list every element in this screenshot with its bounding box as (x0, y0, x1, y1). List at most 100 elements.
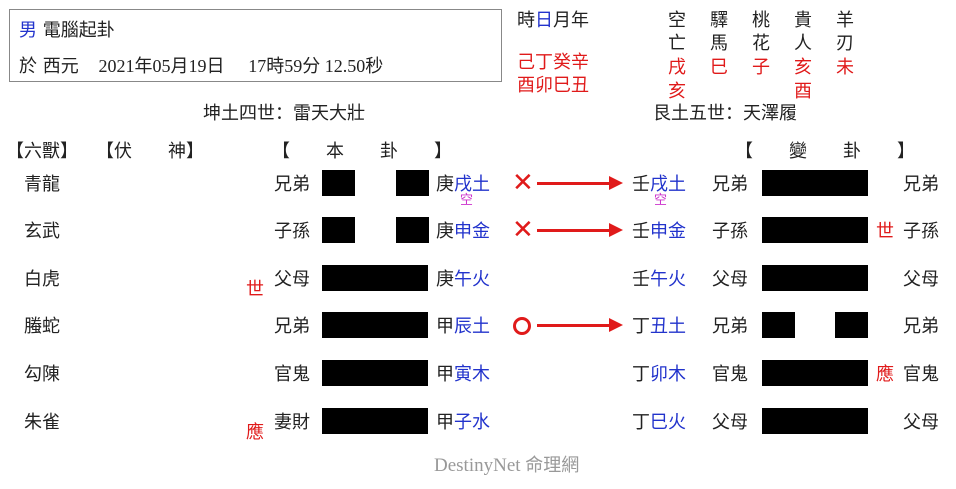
label-hour: 時 (517, 10, 535, 31)
yin-line-left (322, 217, 355, 243)
changed-najia-branch: 午火 (650, 269, 686, 290)
relation-label: 兄弟 (274, 174, 310, 195)
changed-yang-line (762, 360, 868, 386)
najia-stem: 甲 (436, 364, 454, 385)
time: 17時59分 12.50秒 (248, 56, 384, 76)
gender: 男 (19, 20, 37, 41)
changed-relation-label: 兄弟 (712, 174, 748, 195)
info-line-1: 男 電腦起卦 (19, 16, 115, 42)
change-arrow-shaft (537, 229, 609, 232)
yin-line-left (322, 170, 355, 196)
relation-label: 子孫 (274, 221, 310, 242)
najia-stem: 甲 (436, 316, 454, 337)
header-bengua: 【 本 卦 】 (272, 141, 452, 162)
changed-najia-branch: 巳火 (650, 412, 686, 433)
najia: 甲辰土 (436, 312, 490, 338)
change-arrow-shaft (537, 182, 609, 185)
yang-line (322, 265, 428, 291)
najia-branch: 戌土 (454, 174, 490, 195)
changed-najia-branch: 申金 (650, 221, 686, 242)
star-header-top: 羊 (836, 10, 854, 31)
star-value: 亥 (668, 81, 686, 102)
ben-gua-title: 坤土四世：雷天大壯 (203, 103, 365, 124)
yang-line (322, 312, 428, 338)
changed-yang-line (762, 408, 868, 434)
date: 2021年05月19日 (98, 56, 225, 76)
pillar-labels: 時日月年 (517, 6, 589, 32)
right-relation-label: 父母 (903, 269, 939, 290)
changed-shi-ying-marker: 世 (876, 221, 894, 242)
right-relation-label: 官鬼 (903, 364, 939, 385)
star-value: 巳 (710, 57, 728, 78)
date-prefix: 於 西元 (19, 56, 79, 77)
najia: 甲子水 (436, 408, 490, 434)
star-value: 酉 (794, 81, 812, 102)
najia: 甲寅木 (436, 360, 490, 386)
changed-relation-label: 兄弟 (712, 316, 748, 337)
changed-void-marker: 空 (654, 193, 668, 208)
beast-label: 玄武 (24, 221, 60, 242)
label-month: 月 (553, 10, 571, 31)
info-box: 男 電腦起卦 於 西元 2021年05月19日 17時59分 12.50秒 (9, 9, 502, 82)
changed-yang-line (762, 265, 868, 291)
relation-label: 父母 (274, 269, 310, 290)
changed-shi-ying-marker: 應 (876, 364, 894, 385)
star-header-bottom: 馬 (710, 33, 728, 54)
changed-najia-stem: 壬 (632, 221, 650, 242)
changed-najia: 丁丑土 (632, 312, 686, 338)
star-header-bottom: 人 (794, 33, 812, 54)
changed-yin-line-right (835, 312, 868, 338)
star-value: 未 (836, 57, 854, 78)
relation-label: 妻財 (274, 412, 310, 433)
najia-branch: 寅木 (454, 364, 490, 385)
star-header-top: 桃 (752, 10, 770, 31)
najia: 庚申金 (436, 217, 490, 243)
footer-brand-cn: 命理網 (525, 455, 580, 476)
footer-brand: DestinyNet 命理網 (434, 451, 579, 477)
changed-najia-stem: 丁 (632, 316, 650, 337)
star-header-bottom: 花 (752, 33, 770, 54)
footer-brand-en: DestinyNet (434, 455, 521, 476)
star-value: 亥 (794, 57, 812, 78)
change-arrow-shaft (537, 324, 609, 327)
changed-relation-label: 官鬼 (712, 364, 748, 385)
pillar-branches: 酉卯巳丑 (517, 75, 589, 96)
changed-yang-line (762, 170, 868, 196)
najia-branch: 申金 (454, 221, 490, 242)
moving-yin-mark: ✕ (512, 168, 534, 198)
najia-stem: 庚 (436, 174, 454, 195)
moving-yang-mark (513, 317, 531, 335)
relation-label: 兄弟 (274, 316, 310, 337)
najia-branch: 子水 (454, 412, 490, 433)
moving-yin-mark: ✕ (512, 215, 534, 245)
changed-najia-stem: 丁 (632, 412, 650, 433)
najia-stem: 庚 (436, 221, 454, 242)
yin-line-right (396, 170, 429, 196)
void-marker: 空 (460, 193, 474, 208)
changed-najia-stem: 丁 (632, 364, 650, 385)
yin-line-right (396, 217, 429, 243)
beast-label: 勾陳 (24, 364, 60, 385)
header-liushou: 【六獸】 (6, 141, 78, 162)
yang-line (322, 408, 428, 434)
header-fushen: 【伏 神】 (96, 141, 204, 162)
right-relation-label: 子孫 (903, 221, 939, 242)
changed-najia: 壬申金 (632, 217, 686, 243)
label-day: 日 (535, 10, 553, 31)
change-arrow-head (609, 176, 623, 190)
changed-relation-label: 子孫 (712, 221, 748, 242)
star-header-bottom: 亡 (668, 33, 686, 54)
najia-branch: 辰土 (454, 316, 490, 337)
relation-label: 官鬼 (274, 364, 310, 385)
najia: 庚午火 (436, 265, 490, 291)
shi-ying-marker: 世 (246, 279, 264, 300)
beast-label: 螣蛇 (24, 316, 60, 337)
changed-relation-label: 父母 (712, 412, 748, 433)
change-arrow-head (609, 318, 623, 332)
right-relation-label: 兄弟 (903, 316, 939, 337)
star-value: 子 (752, 57, 770, 78)
changed-najia-stem: 壬 (632, 269, 650, 290)
changed-relation-label: 父母 (712, 269, 748, 290)
changed-najia-branch: 卯木 (650, 364, 686, 385)
star-header-top: 空 (668, 10, 686, 31)
